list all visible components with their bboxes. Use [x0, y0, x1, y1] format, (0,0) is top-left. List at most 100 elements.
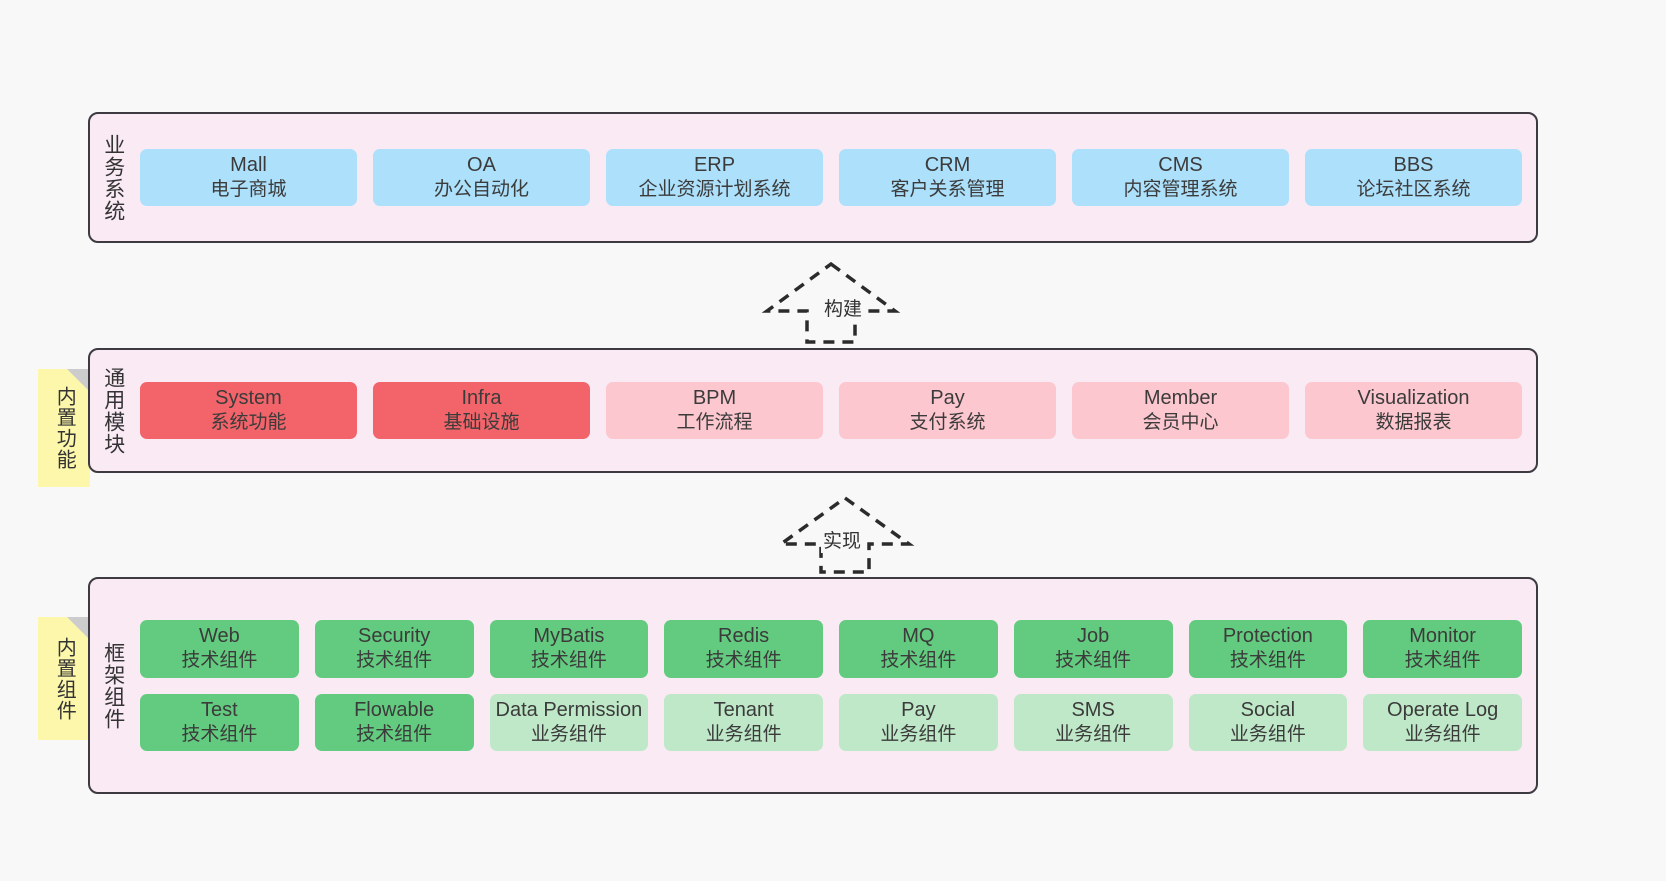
component-name: Job	[1077, 624, 1110, 647]
module-card-member[interactable]: Member 会员中心	[1072, 381, 1289, 440]
sticky-note-text: 内置组件	[53, 636, 76, 721]
module-card-mall[interactable]: Mall 电子商城	[140, 148, 357, 207]
module-card-infra[interactable]: Infra 基础设施	[373, 381, 590, 440]
component-name: Data Permission	[495, 698, 643, 721]
component-type: 技术组件	[880, 650, 957, 672]
component-card-mybatis[interactable]: MyBatis 技术组件	[489, 619, 649, 678]
component-type: 技术组件	[356, 724, 433, 746]
module-name: Member	[1143, 386, 1218, 409]
component-type: 技术组件	[181, 724, 258, 746]
sticky-note-builtin-features: 内置功能	[38, 369, 90, 487]
component-card-data-permission[interactable]: Data Permission 业务组件	[489, 693, 649, 752]
component-card-monitor[interactable]: Monitor 技术组件	[1363, 619, 1522, 678]
module-name: ERP	[693, 153, 736, 176]
module-desc: 工作流程	[676, 412, 753, 434]
module-card-bbs[interactable]: BBS 论坛社区系统	[1305, 148, 1522, 207]
module-desc: 企业资源计划系统	[638, 179, 791, 201]
module-desc: 会员中心	[1142, 412, 1219, 434]
module-card-cms[interactable]: CMS 内容管理系统	[1072, 148, 1289, 207]
component-name: Social	[1240, 698, 1296, 721]
module-desc: 内容管理系统	[1123, 179, 1238, 201]
component-name: Flowable	[354, 698, 435, 721]
module-card-crm[interactable]: CRM 客户关系管理	[839, 148, 1056, 207]
component-name: Web	[198, 624, 240, 647]
arrow-build: 构建	[756, 258, 906, 346]
module-desc: 客户关系管理	[890, 179, 1005, 201]
component-type: 技术组件	[181, 650, 258, 672]
layer-business-systems: 业务系统 Mall 电子商城 OA 办公自动化 ERP 企业资源计划系统 CRM…	[88, 112, 1538, 243]
module-desc: 支付系统	[909, 412, 986, 434]
layer-body-framework-components: Web 技术组件 Security 技术组件 MyBatis 技术组件 Redi…	[136, 579, 1536, 792]
module-card-bpm[interactable]: BPM 工作流程	[606, 381, 823, 440]
component-card-sms[interactable]: SMS 业务组件	[1013, 693, 1173, 752]
module-card-pay[interactable]: Pay 支付系统	[839, 381, 1056, 440]
module-desc: 电子商城	[210, 179, 287, 201]
module-name: Pay	[930, 386, 965, 409]
component-name: Tenant	[713, 698, 774, 721]
arrow-implement-shape	[775, 495, 915, 574]
module-name: BPM	[692, 386, 737, 409]
component-type: 技术组件	[1404, 650, 1481, 672]
module-desc: 办公自动化	[433, 179, 529, 201]
component-name: Operate Log	[1387, 698, 1499, 721]
module-name: Infra	[461, 386, 502, 409]
component-card-tenant[interactable]: Tenant 业务组件	[664, 693, 823, 752]
cell-row: Mall 电子商城 OA 办公自动化 ERP 企业资源计划系统 CRM 客户关系…	[140, 148, 1522, 207]
component-type: 业务组件	[1404, 724, 1481, 746]
layer-label-common-modules: 通用模块	[101, 366, 125, 455]
module-name: CRM	[924, 153, 971, 176]
module-card-system[interactable]: System 系统功能	[140, 381, 357, 440]
cell-row: System 系统功能 Infra 基础设施 BPM 工作流程 Pay 支付系统…	[140, 381, 1522, 440]
layer-framework-components: 框架组件 Web 技术组件 Security 技术组件 MyBatis 技术组件…	[88, 577, 1538, 794]
component-type: 业务组件	[1229, 724, 1306, 746]
layer-body-common-modules: System 系统功能 Infra 基础设施 BPM 工作流程 Pay 支付系统…	[136, 350, 1536, 471]
module-desc: 系统功能	[210, 412, 287, 434]
component-name: Protection	[1222, 624, 1313, 647]
component-name: Security	[358, 624, 431, 647]
layer-common-modules: 通用模块 System 系统功能 Infra 基础设施 BPM 工作流程 Pay…	[88, 348, 1538, 473]
component-type: 业务组件	[1055, 724, 1132, 746]
module-card-erp[interactable]: ERP 企业资源计划系统	[606, 148, 823, 207]
layer-label-framework-components: 框架组件	[101, 641, 125, 730]
component-type: 技术组件	[356, 650, 433, 672]
component-name: MyBatis	[533, 624, 605, 647]
module-name: OA	[467, 153, 496, 176]
component-name: Test	[201, 698, 238, 721]
component-name: SMS	[1071, 698, 1115, 721]
module-card-visualization[interactable]: Visualization 数据报表	[1305, 381, 1522, 440]
component-type: 业务组件	[530, 724, 607, 746]
component-card-operate-log[interactable]: Operate Log 业务组件	[1363, 693, 1522, 752]
cell-row: Test 技术组件 Flowable 技术组件 Data Permission …	[140, 693, 1522, 752]
component-card-web[interactable]: Web 技术组件	[140, 619, 299, 678]
component-card-social[interactable]: Social 业务组件	[1188, 693, 1348, 752]
component-card-security[interactable]: Security 技术组件	[314, 619, 474, 678]
component-card-mq[interactable]: MQ 技术组件	[839, 619, 998, 678]
module-card-oa[interactable]: OA 办公自动化	[373, 148, 590, 207]
sticky-note-builtin-components: 内置组件	[38, 617, 90, 740]
module-desc: 基础设施	[443, 412, 520, 434]
module-name: Visualization	[1357, 386, 1470, 409]
layer-label-business-systems: 业务系统	[101, 133, 125, 222]
component-card-test[interactable]: Test 技术组件	[140, 693, 299, 752]
component-card-protection[interactable]: Protection 技术组件	[1188, 619, 1348, 678]
module-name: System	[215, 386, 282, 409]
module-name: BBS	[1393, 153, 1434, 176]
component-card-job[interactable]: Job 技术组件	[1013, 619, 1173, 678]
component-type: 业务组件	[880, 724, 957, 746]
arrow-implement-label: 实现	[821, 526, 864, 553]
component-type: 技术组件	[1055, 650, 1132, 672]
component-type: 技术组件	[530, 650, 607, 672]
component-name: MQ	[902, 624, 935, 647]
component-type: 业务组件	[705, 724, 782, 746]
arrow-build-label: 构建	[822, 294, 865, 321]
module-desc: 数据报表	[1375, 412, 1452, 434]
component-card-flowable[interactable]: Flowable 技术组件	[314, 693, 474, 752]
component-name: Pay	[901, 698, 936, 721]
component-card-redis[interactable]: Redis 技术组件	[664, 619, 823, 678]
arrow-implement: 实现	[770, 492, 920, 576]
component-name: Redis	[718, 624, 770, 647]
module-name: CMS	[1158, 153, 1203, 176]
component-card-pay[interactable]: Pay 业务组件	[839, 693, 998, 752]
component-type: 技术组件	[705, 650, 782, 672]
